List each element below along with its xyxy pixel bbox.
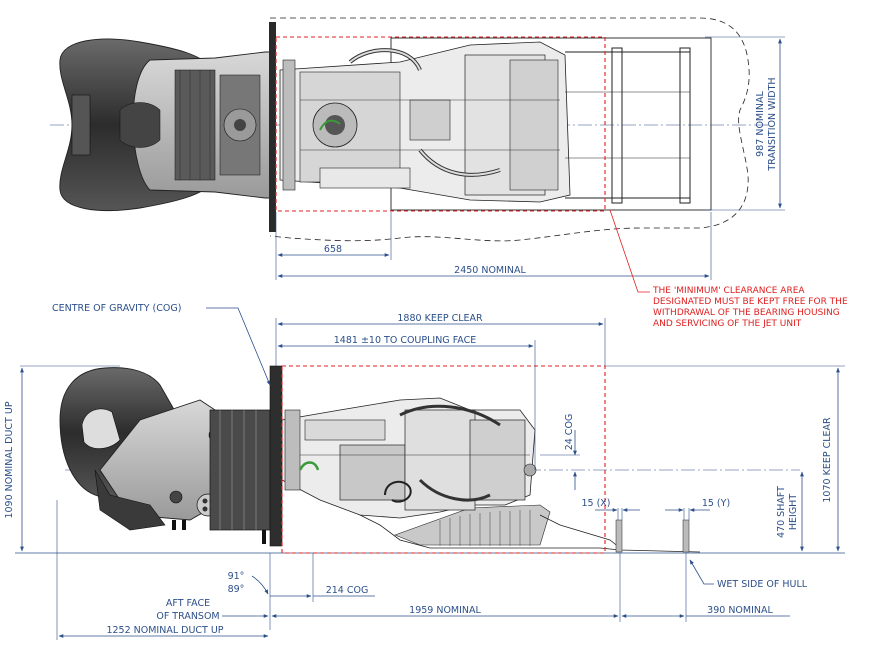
top-transom-plate — [269, 22, 276, 232]
top-nozzle-detail — [119, 69, 261, 181]
dim-15x-text: 15 (X) — [581, 498, 610, 509]
clearance-note-line-1: THE 'MINIMUM' CLEARANCE AREA — [652, 286, 805, 296]
dim-2450-text: 2450 NOMINAL — [454, 265, 526, 276]
dim-987-label: TRANSITION WIDTH — [767, 77, 778, 171]
clearance-note: THE 'MINIMUM' CLEARANCE AREA DESIGNATED … — [609, 209, 848, 329]
clearance-note-leader — [609, 209, 650, 293]
dim-1070-text: 1070 KEEP CLEAR — [822, 417, 833, 503]
clearance-note-line-4: AND SERVICING OF THE JET UNIT — [653, 319, 802, 329]
wet-side-leader — [689, 559, 714, 585]
dim-390-text: 390 NOMINAL — [707, 605, 773, 616]
dim-470-text-1: 470 SHAFT — [776, 486, 787, 538]
aft-face-text-2: OF TRANSOM — [156, 611, 219, 622]
side-jet-unit — [59, 365, 283, 547]
clearance-note-line-2: DESIGNATED MUST BE KEPT FREE FOR THE — [653, 297, 848, 307]
top-frame — [565, 47, 691, 204]
top-view: 987 NOMINAL TRANSITION WIDTH 658 2450 NO… — [50, 17, 785, 280]
top-jet-unit — [59, 22, 276, 232]
top-hull-outline — [269, 17, 750, 242]
cog-label: CENTRE OF GRAVITY (COG) — [52, 303, 181, 314]
dim-1090-text: 1090 NOMINAL DUCT UP — [4, 401, 15, 518]
dim-987-value: 987 NOMINAL — [755, 90, 766, 156]
dim-658-text: 658 — [324, 244, 342, 255]
dim-1252-text: 1252 NOMINAL DUCT UP — [106, 625, 223, 636]
side-clearance-area — [281, 365, 606, 554]
dim-1959-text: 1959 NOMINAL — [409, 605, 481, 616]
dim-1481-text: 1481 ±10 TO COUPLING FACE — [334, 335, 477, 346]
side-bucket-window — [81, 408, 121, 449]
side-view: CENTRE OF GRAVITY (COG) 1880 KEEP CLEAR … — [4, 303, 845, 640]
wet-side-text: WET SIDE OF HULL — [717, 579, 808, 590]
angle-89: 89° — [228, 584, 245, 595]
dim-24cog-text: 24 COG — [564, 414, 575, 451]
top-intake-machinery — [279, 41, 571, 203]
clearance-note-line-3: WITHDRAWAL OF THE BEARING HOUSING — [653, 308, 840, 318]
side-intake-machinery — [281, 397, 537, 519]
dim-214-text: 214 COG — [326, 585, 369, 596]
angle-91: 91° — [228, 571, 245, 582]
aft-face-text-1: AFT FACE — [166, 598, 210, 609]
dim-470-text-2: HEIGHT — [788, 494, 799, 530]
side-transom-flange — [269, 365, 283, 547]
top-clearance-area — [275, 36, 606, 212]
side-hook-detail — [384, 480, 412, 503]
dim-1880-text: 1880 KEEP CLEAR — [397, 313, 483, 324]
cog-leader — [206, 307, 271, 386]
top-bucket-nameplate — [71, 94, 91, 156]
dim-15y-text: 15 (Y) — [702, 498, 730, 509]
